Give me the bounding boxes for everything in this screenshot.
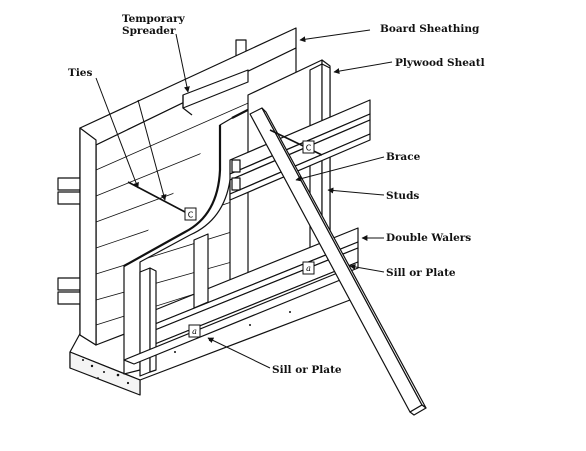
tie-marker-right-a: a [302, 261, 315, 275]
leader-temporary-spreader [175, 33, 190, 93]
label-studs: Studs [386, 190, 419, 202]
leader-brace [295, 156, 385, 182]
front-stud [139, 233, 209, 377]
left-post [79, 127, 97, 346]
label-spreader: Spreader [122, 25, 176, 37]
leader-plywood-sheathing [333, 61, 393, 75]
svg-text:C: C [188, 211, 194, 220]
tie-marker-left-c: C [184, 207, 197, 221]
label-sill-or-plate-right: Sill or Plate [386, 267, 456, 279]
leader-sill-bottom [207, 337, 271, 369]
brace [249, 107, 427, 416]
svg-text:C: C [306, 144, 312, 153]
svg-text:a: a [192, 327, 197, 336]
leader-ties [95, 77, 139, 189]
label-double-walers: Double Walers [386, 232, 471, 244]
label-board-sheathing: Board Sheathing [380, 23, 480, 35]
left-walers [57, 177, 81, 305]
svg-text:a: a [306, 264, 311, 273]
leader-sill-right [349, 263, 385, 273]
label-brace: Brace [386, 151, 421, 163]
label-sill-or-plate-bottom: Sill or Plate [272, 364, 342, 376]
temporary-spreader [182, 69, 249, 116]
leader-board-sheathing [299, 29, 371, 43]
label-temporary: Temporary [122, 13, 186, 25]
tie-marker-right-c: C [302, 140, 315, 154]
tie-marker-bottom-a: a [188, 324, 201, 338]
leader-ties-2 [137, 99, 167, 201]
right-upper-walers [229, 99, 371, 201]
label-plywood-sheathing: Plywood Sheatl [395, 57, 485, 69]
leader-lines [95, 29, 393, 369]
label-ties: Ties [68, 67, 92, 79]
leader-studs [327, 187, 385, 196]
